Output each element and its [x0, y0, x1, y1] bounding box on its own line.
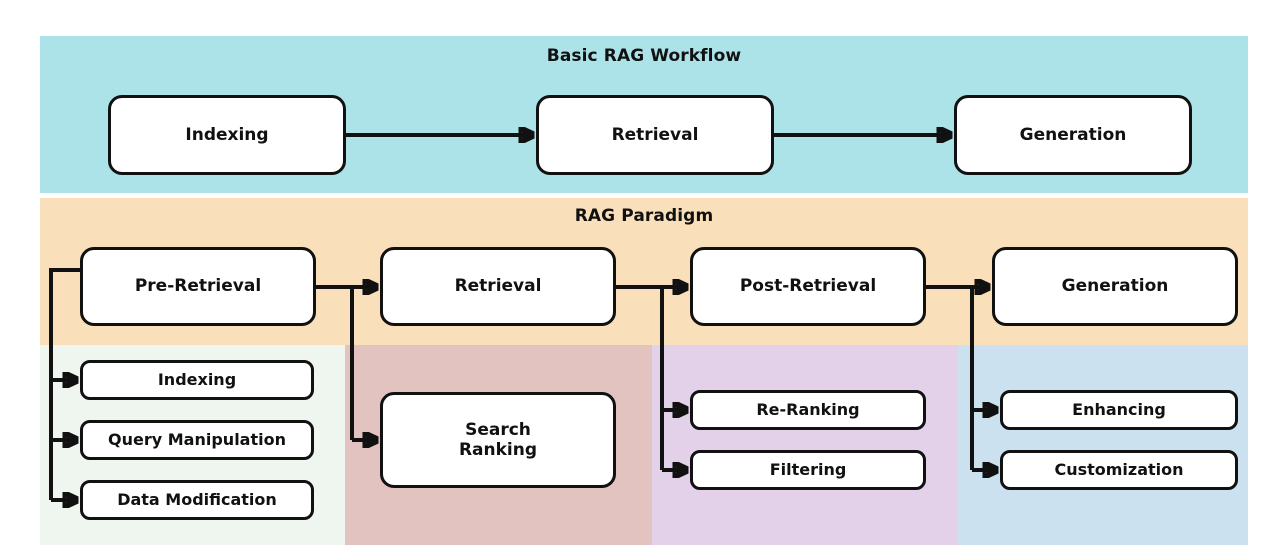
- band-generation-column: [958, 345, 1248, 545]
- node-label: Indexing: [157, 369, 237, 389]
- post-retrieval-node-filtering[interactable]: Filtering: [690, 450, 926, 490]
- generation-node-customization[interactable]: Customization: [1000, 450, 1238, 490]
- node-label: Data Modification: [117, 489, 277, 509]
- basic-node-indexing[interactable]: Indexing: [108, 95, 346, 175]
- node-label: Customization: [1054, 459, 1184, 479]
- paradigm-node-generation[interactable]: Generation: [992, 247, 1238, 326]
- paradigm-node-pre-retrieval[interactable]: Pre-Retrieval: [80, 247, 316, 326]
- node-label: Indexing: [185, 124, 269, 145]
- rag-paradigm-title: RAG Paradigm: [574, 206, 714, 226]
- node-label: Generation: [1061, 276, 1169, 297]
- paradigm-node-post-retrieval[interactable]: Post-Retrieval: [690, 247, 926, 326]
- pre-retrieval-node-query-manipulation[interactable]: Query Manipulation: [80, 420, 314, 460]
- node-label: Generation: [1019, 124, 1127, 145]
- node-label: Pre-Retrieval: [134, 276, 262, 297]
- generation-node-enhancing[interactable]: Enhancing: [1000, 390, 1238, 430]
- pre-retrieval-node-data-modification[interactable]: Data Modification: [80, 480, 314, 520]
- paradigm-node-retrieval[interactable]: Retrieval: [380, 247, 616, 326]
- pre-retrieval-node-indexing[interactable]: Indexing: [80, 360, 314, 400]
- node-label: Post-Retrieval: [739, 276, 877, 297]
- node-label: Query Manipulation: [108, 429, 286, 449]
- node-label: Re-Ranking: [756, 399, 860, 419]
- node-label: Retrieval: [611, 124, 699, 145]
- basic-node-generation[interactable]: Generation: [954, 95, 1192, 175]
- post-retrieval-node-re-ranking[interactable]: Re-Ranking: [690, 390, 926, 430]
- basic-rag-workflow-title: Basic RAG Workflow: [546, 46, 742, 66]
- node-label: Filtering: [769, 459, 847, 479]
- node-label: Retrieval: [454, 276, 542, 297]
- node-label: Enhancing: [1072, 399, 1166, 419]
- basic-node-retrieval[interactable]: Retrieval: [536, 95, 774, 175]
- band-post-retrieval-column: [652, 345, 958, 545]
